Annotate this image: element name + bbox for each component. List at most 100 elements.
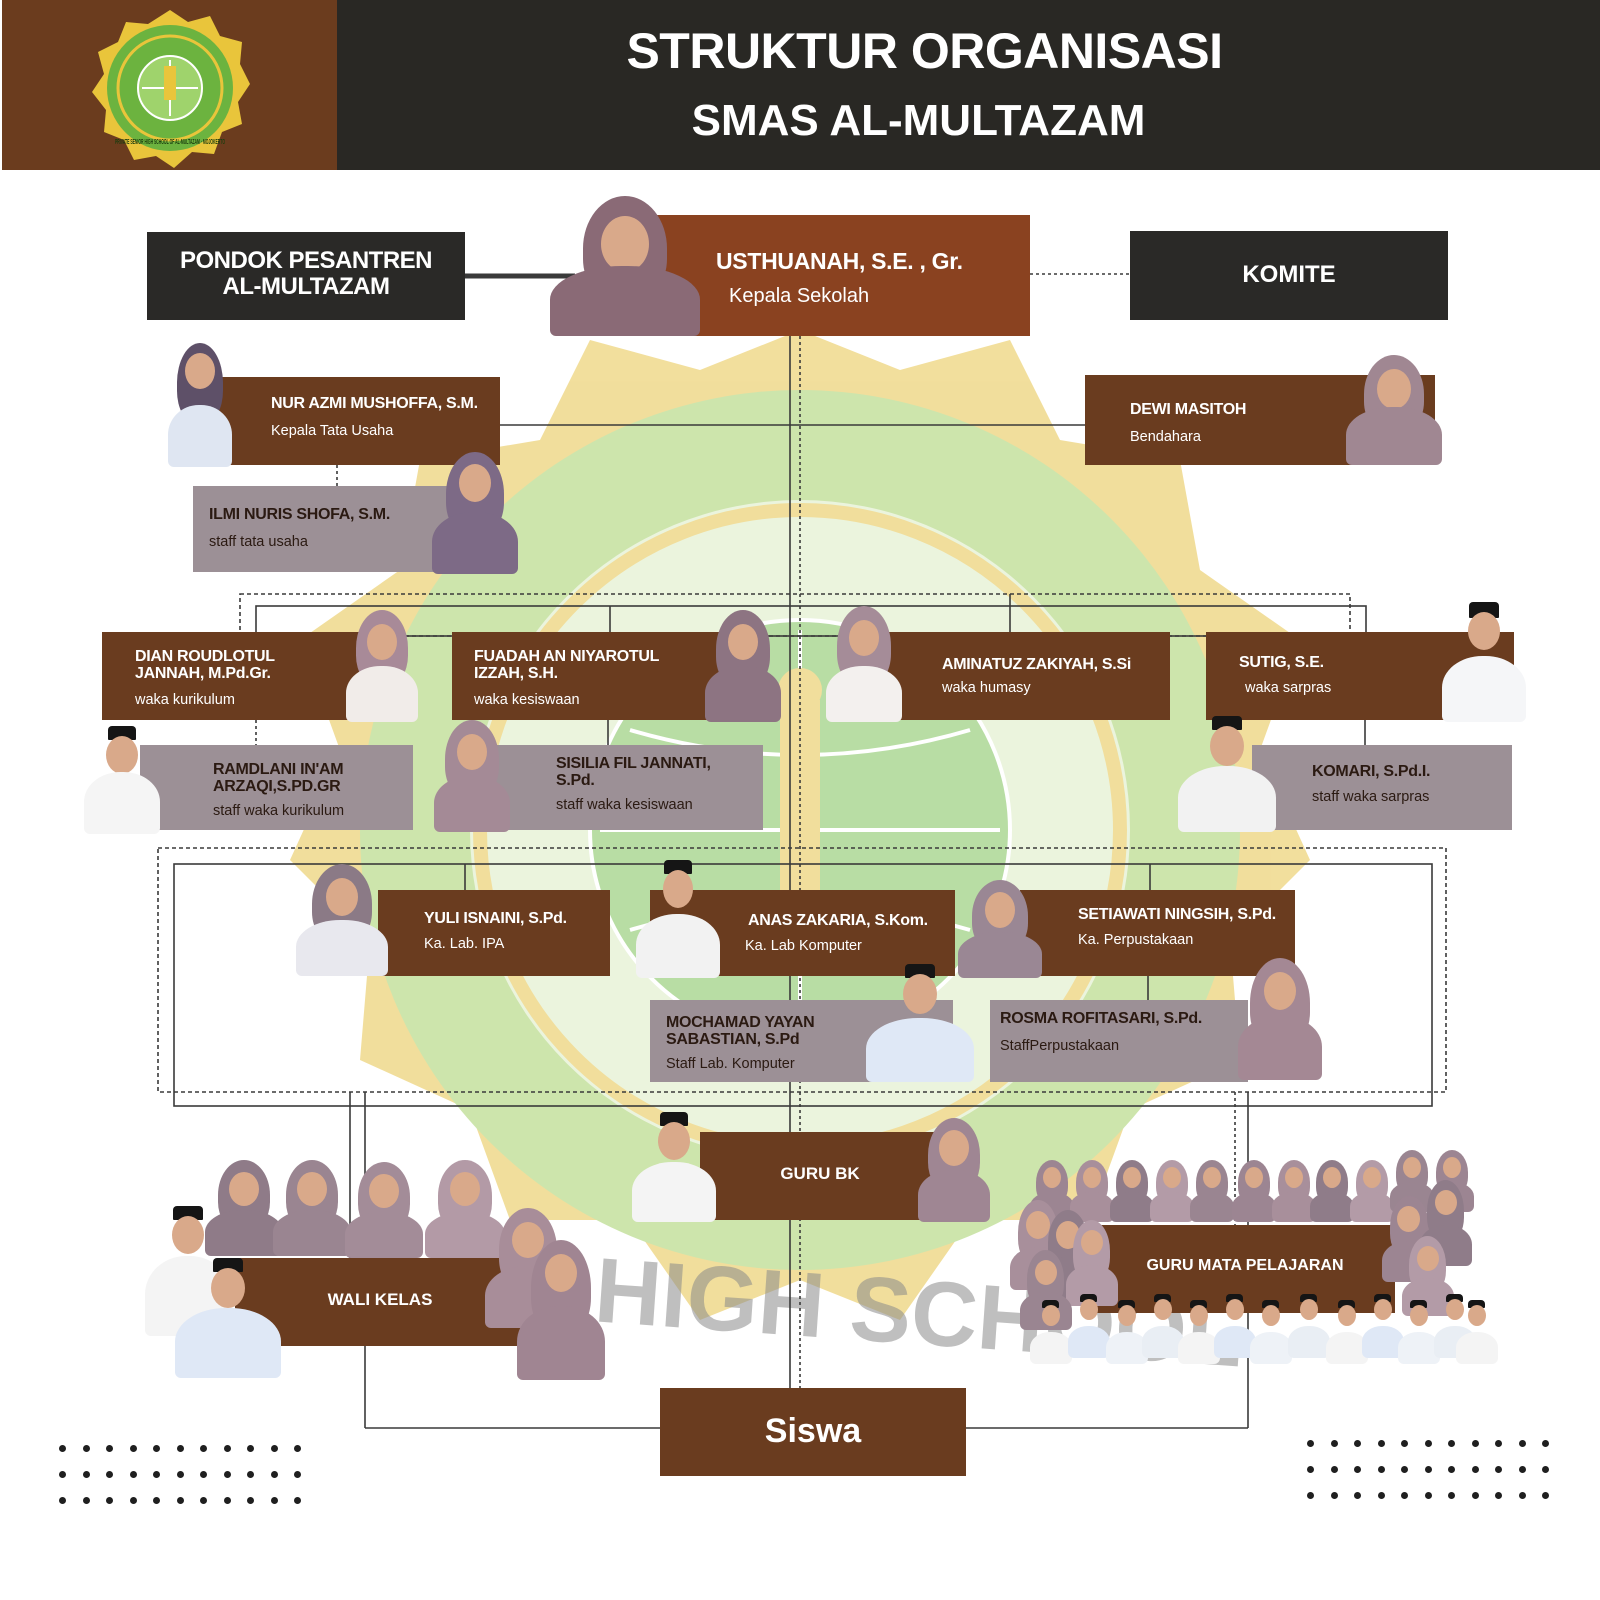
waka-kurikulum-photo bbox=[346, 610, 418, 722]
decorative-dot bbox=[106, 1497, 113, 1504]
decorative-dot bbox=[1354, 1466, 1361, 1473]
decorative-dot bbox=[176, 1497, 184, 1504]
komite-label: KOMITE bbox=[1242, 261, 1336, 288]
decorative-dot bbox=[1471, 1466, 1479, 1473]
ka-lab-komputer-role: Ka. Lab Komputer bbox=[745, 938, 862, 954]
decorative-dot bbox=[1495, 1440, 1502, 1447]
waka-humasy-name: AMINATUZ ZAKIYAH, S.Si bbox=[942, 656, 1131, 673]
teacher-photo bbox=[1326, 1300, 1368, 1364]
decorative-dot bbox=[294, 1445, 301, 1452]
decorative-dot bbox=[1330, 1440, 1338, 1447]
decorative-dot bbox=[153, 1471, 160, 1478]
waka-sarpras-name: SUTIG, S.E. bbox=[1239, 654, 1324, 671]
ka-perpustakaan-name: SETIAWATI NINGSIH, S.Pd. bbox=[1078, 906, 1276, 923]
decorative-dot bbox=[153, 1497, 160, 1504]
decorative-dot bbox=[1354, 1440, 1361, 1447]
bendahara-role: Bendahara bbox=[1130, 429, 1201, 445]
guru-mapel-label: GURU MATA PELAJARAN bbox=[1146, 1257, 1344, 1274]
decorative-dot bbox=[247, 1445, 254, 1452]
decorative-dot bbox=[247, 1471, 254, 1478]
tata-usaha-role: Kepala Tata Usaha bbox=[271, 423, 394, 439]
decorative-dot bbox=[82, 1471, 90, 1478]
guru-bk-photo-2 bbox=[918, 1118, 990, 1222]
decorative-dot bbox=[1518, 1466, 1526, 1473]
ka-lab-komputer-name: ANAS ZAKARIA, S.Kom. bbox=[748, 912, 928, 929]
decorative-dots-left bbox=[59, 1445, 318, 1504]
decorative-dot bbox=[1401, 1440, 1408, 1447]
wali-kelas-box: WALI KELAS bbox=[235, 1258, 525, 1346]
decorative-dot bbox=[294, 1497, 301, 1504]
staff-tata-usaha-name: ILMI NURIS SHOFA, S.M. bbox=[209, 506, 390, 523]
teacher-photo bbox=[1288, 1294, 1330, 1358]
decorative-dot bbox=[200, 1497, 207, 1504]
decorative-dot bbox=[294, 1471, 301, 1478]
page-subtitle: SMAS AL-MULTAZAM bbox=[691, 96, 1146, 145]
decorative-dot bbox=[247, 1497, 254, 1504]
teacher-photo bbox=[1390, 1150, 1434, 1212]
decorative-dot bbox=[129, 1471, 137, 1478]
waka-sarpras-photo bbox=[1442, 600, 1526, 722]
decorative-dot bbox=[82, 1497, 90, 1504]
staff-perpustakaan-name: ROSMA ROFITASARI, S.Pd. bbox=[1000, 1010, 1202, 1027]
ka-lab-ipa-name: YULI ISNAINI, S.Pd. bbox=[424, 910, 567, 927]
decorative-dot bbox=[106, 1445, 113, 1452]
decorative-dot bbox=[82, 1445, 90, 1452]
decorative-dot bbox=[1518, 1440, 1526, 1447]
teacher-photo bbox=[1310, 1160, 1354, 1222]
decorative-dot bbox=[1377, 1466, 1385, 1473]
page-title: STRUKTUR ORGANISASI bbox=[626, 23, 1223, 79]
decorative-dot bbox=[176, 1445, 184, 1452]
waka-humasy-box: AMINATUZ ZAKIYAH, S.Si waka humasy bbox=[870, 632, 1170, 720]
guru-mapel-box: GURU MATA PELAJARAN bbox=[1095, 1225, 1395, 1313]
decorative-dots-right bbox=[1307, 1440, 1566, 1499]
tata-usaha-photo bbox=[168, 343, 232, 467]
decorative-dot bbox=[1542, 1492, 1549, 1499]
decorative-dot bbox=[270, 1445, 278, 1452]
teacher-photo bbox=[1350, 1160, 1394, 1222]
decorative-dot bbox=[1424, 1466, 1432, 1473]
decorative-dot bbox=[1518, 1492, 1526, 1499]
waka-kurikulum-role: waka kurikulum bbox=[135, 692, 235, 708]
teacher-photo bbox=[1110, 1160, 1154, 1222]
decorative-dot bbox=[1377, 1440, 1385, 1447]
wali-kelas-photos bbox=[145, 1160, 605, 1380]
wali-kelas-label: WALI KELAS bbox=[327, 1290, 433, 1309]
staff-waka-kesiswaan-role: staff waka kesiswaan bbox=[556, 797, 693, 813]
teacher-photo bbox=[1456, 1300, 1498, 1364]
guru-bk-label: GURU BK bbox=[780, 1164, 860, 1183]
decorative-dot bbox=[129, 1497, 137, 1504]
teacher-photo bbox=[1068, 1294, 1110, 1358]
staff-perpustakaan-photo bbox=[1238, 958, 1322, 1080]
decorative-dot bbox=[1542, 1440, 1549, 1447]
ka-perpustakaan-role: Ka. Perpustakaan bbox=[1078, 932, 1194, 948]
decorative-dot bbox=[1401, 1492, 1408, 1499]
staff-waka-sarpras-role: staff waka sarpras bbox=[1312, 789, 1430, 805]
school-logo: PRIVATE SENIOR HIGH SCHOOL OF AL-MULTAZA… bbox=[92, 10, 250, 168]
teacher-photo bbox=[1232, 1160, 1276, 1222]
staff-lab-komputer-photo bbox=[866, 964, 974, 1082]
waka-kurikulum-name: DIAN ROUDLOTUL JANNAH, M.Pd.Gr. bbox=[135, 648, 275, 682]
teacher-photo bbox=[1150, 1160, 1194, 1222]
decorative-dot bbox=[59, 1445, 66, 1452]
decorative-dot bbox=[1354, 1492, 1361, 1499]
staff-waka-kesiswaan-photo bbox=[434, 720, 510, 832]
teacher-photo bbox=[1250, 1300, 1292, 1364]
tata-usaha-name: NUR AZMI MUSHOFFA, S.M. bbox=[271, 395, 478, 412]
guru-bk-photo-1 bbox=[632, 1112, 716, 1222]
decorative-dot bbox=[1448, 1466, 1455, 1473]
decorative-dot bbox=[1424, 1440, 1432, 1447]
ka-lab-ipa-role: Ka. Lab. IPA bbox=[424, 936, 505, 952]
teacher-photo bbox=[1362, 1294, 1404, 1358]
decorative-dot bbox=[1330, 1492, 1338, 1499]
waka-humasy-photo bbox=[826, 606, 902, 722]
decorative-dot bbox=[223, 1497, 231, 1504]
waka-kesiswaan-box: FUADAH AN NIYAROTUL IZZAH, S.H. waka kes… bbox=[452, 632, 752, 720]
decorative-dot bbox=[176, 1471, 184, 1478]
guru-mapel-photos bbox=[1010, 1150, 1500, 1370]
staff-tata-usaha-role: staff tata usaha bbox=[209, 534, 308, 550]
teacher-photo bbox=[1178, 1300, 1220, 1364]
staff-waka-kurikulum-role: staff waka kurikulum bbox=[213, 803, 345, 819]
waka-sarpras-role: waka sarpras bbox=[1245, 680, 1332, 696]
teacher-photo bbox=[1142, 1294, 1184, 1358]
decorative-dot bbox=[1307, 1492, 1314, 1499]
